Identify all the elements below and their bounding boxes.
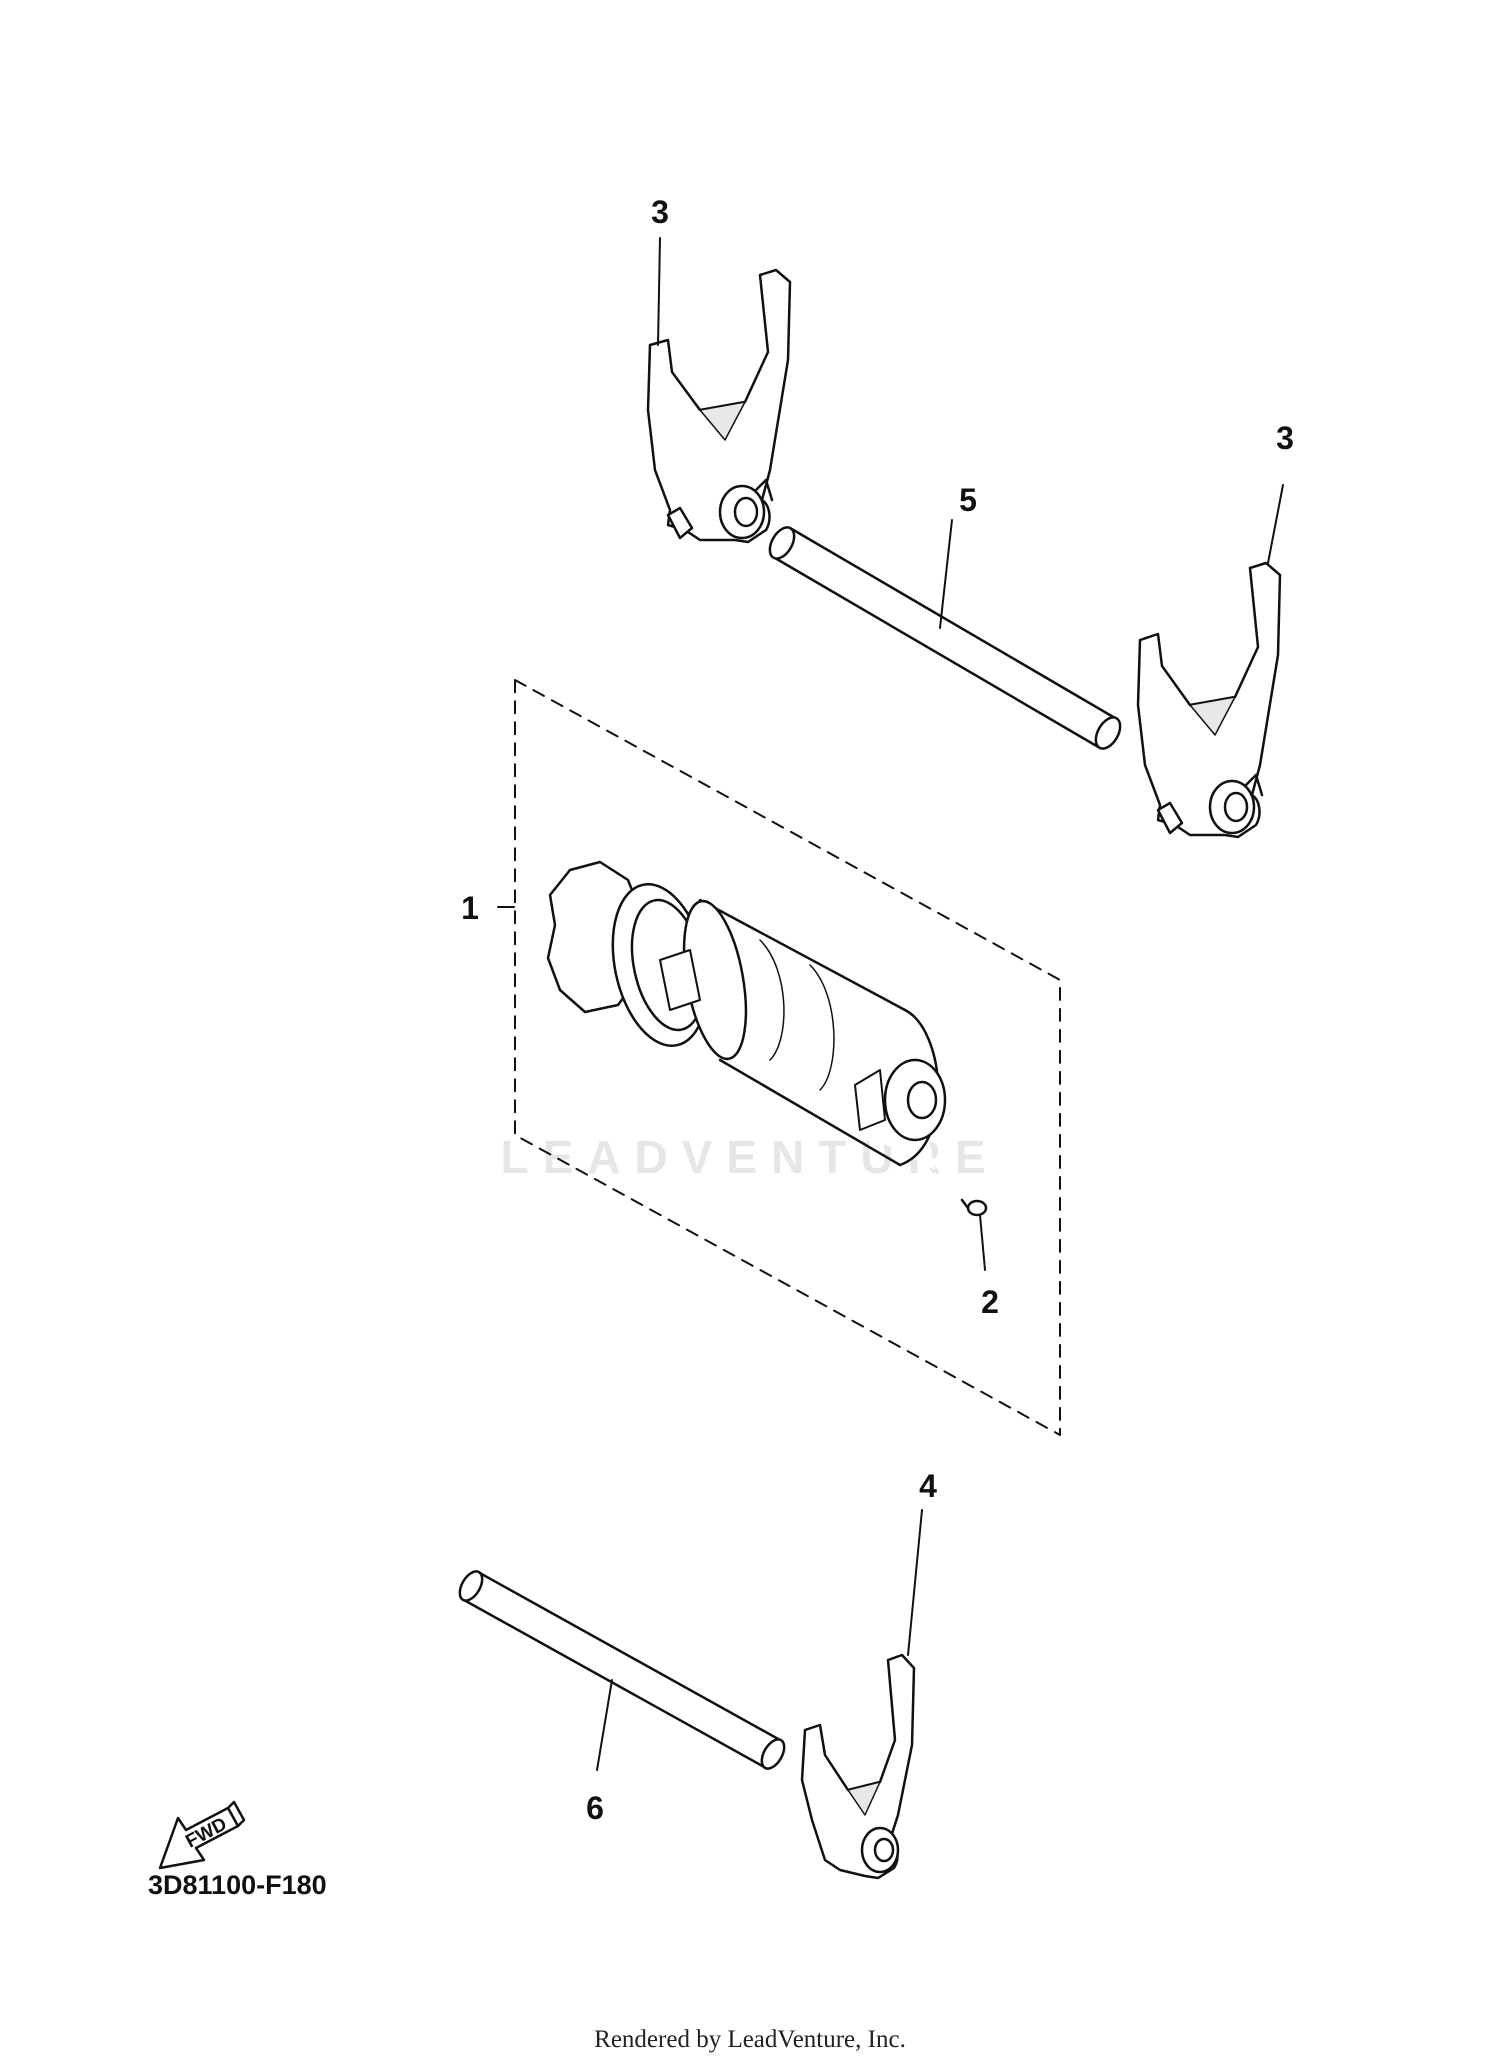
callout-3-upper: 3 bbox=[651, 194, 669, 230]
callout-1: 1 bbox=[461, 890, 479, 926]
shift-fork-shaft-6 bbox=[458, 1570, 786, 1770]
callout-2: 2 bbox=[981, 1284, 999, 1320]
shift-fork-4 bbox=[800, 1653, 916, 1880]
callout-3-right: 3 bbox=[1276, 420, 1294, 456]
shift-fork-shaft-5 bbox=[768, 526, 1122, 750]
footer-credit: Rendered by LeadVenture, Inc. bbox=[594, 2026, 906, 2053]
shift-fork-3-lower bbox=[1136, 561, 1282, 839]
pin-2 bbox=[960, 1198, 988, 1217]
callout-6: 6 bbox=[586, 1790, 604, 1826]
callout-4: 4 bbox=[919, 1468, 937, 1504]
callout-5: 5 bbox=[959, 482, 977, 518]
leader-lines bbox=[497, 237, 1284, 1771]
fwd-arrow bbox=[158, 1800, 246, 1870]
diagram-code: 3D81100-F180 bbox=[148, 1870, 327, 1900]
shift-cam-drum-1 bbox=[546, 860, 947, 1170]
assembly-outline bbox=[514, 679, 1061, 1436]
shift-fork-3-upper bbox=[646, 268, 792, 544]
